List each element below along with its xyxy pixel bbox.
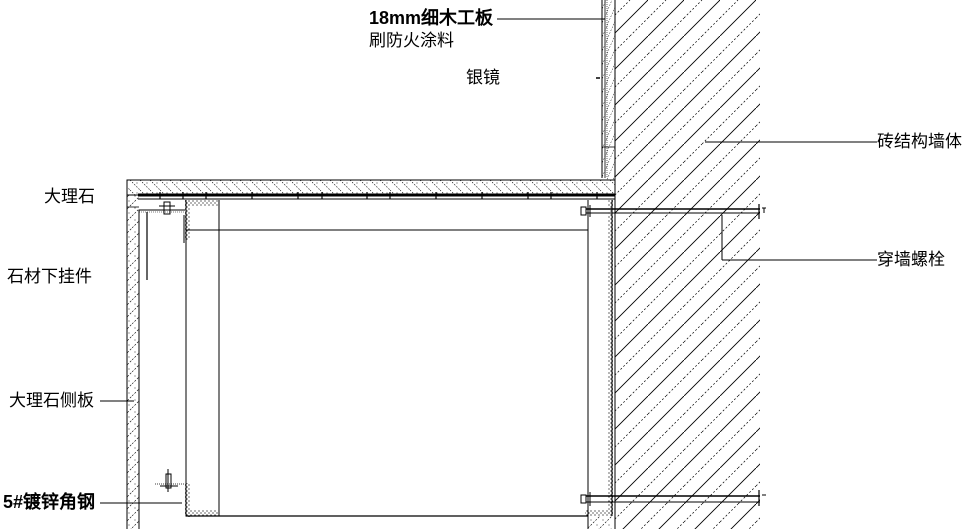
label-through-bolt: 穿墙螺栓	[877, 250, 945, 270]
label-mirror: 银镜	[466, 68, 500, 88]
plywood-mirror-layer	[596, 0, 615, 180]
through-bolt-bottom	[580, 490, 766, 506]
label-marble-side-panel: 大理石侧板	[9, 391, 94, 411]
through-bolt-top	[580, 204, 766, 219]
stone-hanger-top	[139, 201, 185, 280]
label-marble: 大理石	[44, 187, 95, 207]
label-brick-wall: 砖结构墙体	[877, 132, 962, 152]
marble-top-slab	[126, 179, 616, 200]
marble-side-panel	[126, 180, 140, 529]
label-angle-steel: 5#镀锌角钢	[3, 492, 96, 512]
label-stone-hanger: 石材下挂件	[7, 267, 92, 287]
stone-hanger-bottom	[155, 469, 185, 492]
brick-wall	[614, 0, 760, 529]
steel-frame	[183, 200, 613, 529]
label-plywood-line1: 18mm细木工板	[369, 8, 494, 28]
label-plywood-line2: 刷防火涂料	[369, 31, 454, 51]
leader-lines	[100, 18, 877, 504]
